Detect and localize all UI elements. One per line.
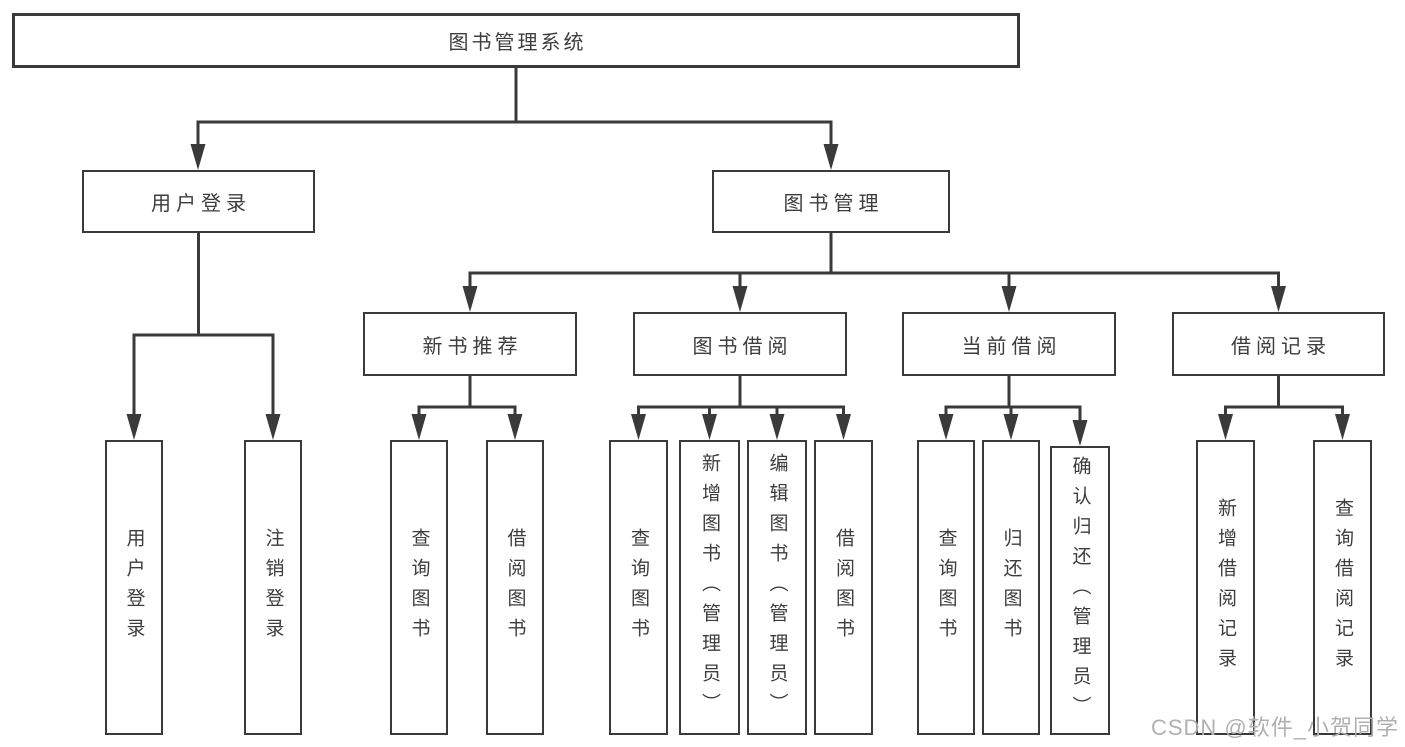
node-root-label: 图书管理系统 [448,32,587,54]
leaf-query-books-borrowing: 查询图书 [609,440,668,735]
leaf-logout-label: 注销登录 [262,527,284,648]
node-book-borrowing-label: 图书借阅 [692,335,793,358]
leaf-add-borrow-record: 新增借阅记录 [1196,440,1255,735]
leaf-query-books-current: 查询图书 [917,440,975,735]
node-user-login-group-label: 用户登录 [151,193,251,215]
leaf-edit-books-admin-label: 编辑图书（管理员） [766,452,788,723]
node-root: 图书管理系统 [12,13,1020,68]
leaf-return-books-label: 归还图书 [1000,527,1022,648]
node-current-borrowing: 当前借阅 [902,312,1116,376]
node-book-borrowing: 图书借阅 [633,312,847,376]
node-borrowing-records: 借阅记录 [1172,312,1385,376]
node-new-book-recommend-label: 新书推荐 [422,335,523,358]
watermark: CSDN @软件_小贺同学 [1150,715,1399,740]
leaf-confirm-return-admin: 确认归还（管理员） [1050,446,1110,735]
leaf-query-borrow-record: 查询借阅记录 [1313,440,1372,735]
leaf-logout: 注销登录 [244,440,302,735]
leaf-borrow-books-borrowing-label: 借阅图书 [833,527,854,648]
node-user-login-group: 用户登录 [82,170,315,233]
leaf-borrow-books-recommend: 借阅图书 [486,440,544,735]
leaf-borrow-books-recommend-label: 借阅图书 [504,527,526,648]
leaf-query-books-borrowing-label: 查询图书 [628,527,649,648]
node-new-book-recommend: 新书推荐 [363,312,577,376]
connector-lines [132,66,1344,422]
leaf-user-login-label: 用户登录 [123,527,145,648]
arrowheads [126,144,1350,446]
leaf-add-books-admin-label: 新增图书（管理员） [699,452,720,723]
leaf-confirm-return-admin-label: 确认归还（管理员） [1069,455,1091,726]
leaf-borrow-books-borrowing: 借阅图书 [814,440,873,735]
node-borrowing-records-label: 借阅记录 [1231,335,1331,358]
leaf-query-books-recommend: 查询图书 [390,440,448,735]
leaf-user-login: 用户登录 [105,440,163,735]
node-current-borrowing-label: 当前借阅 [961,335,1062,358]
leaf-query-books-current-label: 查询图书 [935,527,957,648]
node-book-management-group-label: 图书管理 [783,193,884,215]
leaf-edit-books-admin: 编辑图书（管理员） [747,440,807,735]
leaf-return-books: 归还图书 [982,440,1040,735]
leaf-add-borrow-record-label: 新增借阅记录 [1215,497,1236,678]
leaf-query-borrow-record-label: 查询借阅记录 [1332,497,1353,678]
node-book-management-group: 图书管理 [712,170,950,233]
leaf-query-books-recommend-label: 查询图书 [408,527,430,648]
leaf-add-books-admin: 新增图书（管理员） [679,440,740,735]
